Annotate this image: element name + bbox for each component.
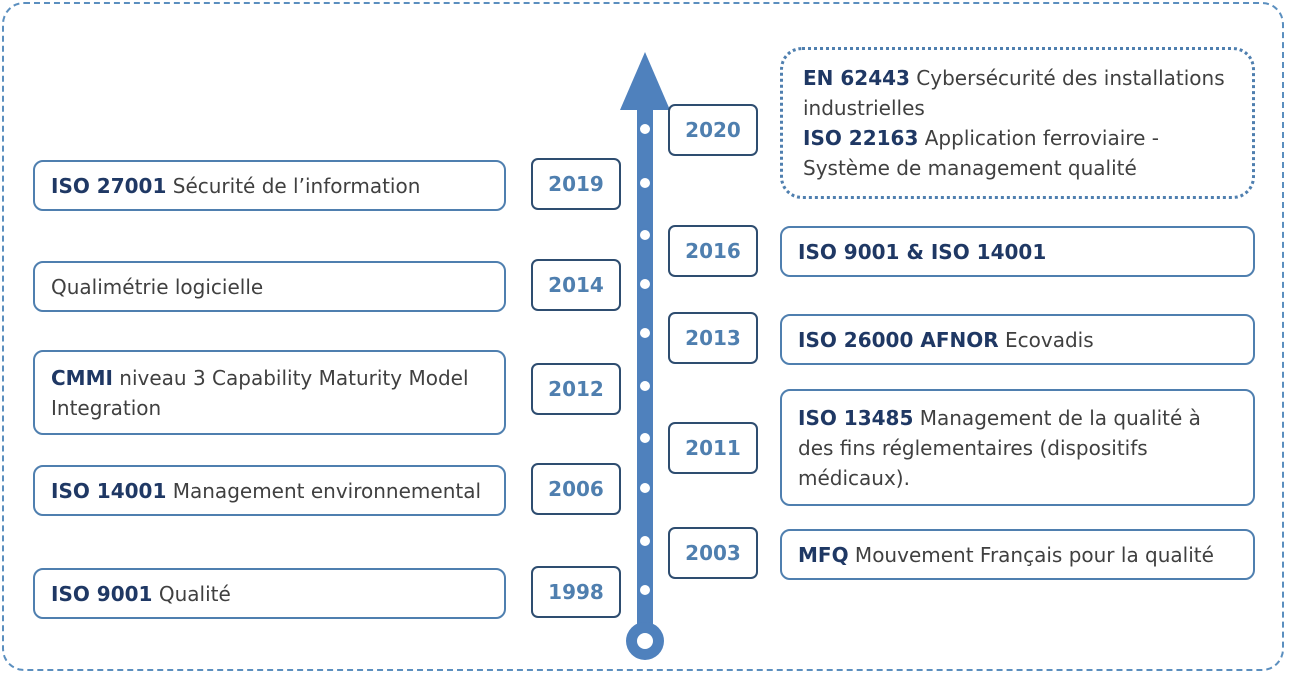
code: ISO 22163 — [803, 126, 919, 150]
left-item-2012: CMMI niveau 3 Capability Maturity Model … — [33, 350, 506, 435]
year-badge-2003: 2003 — [668, 527, 758, 579]
desc: Management environnemental — [166, 478, 482, 503]
timeline-dot — [638, 379, 652, 393]
timeline-origin-center — [637, 633, 653, 649]
timeline-dot — [638, 326, 652, 340]
desc: Cybersécurité des installations industri… — [803, 66, 1225, 120]
year-badge-2020: 2020 — [668, 104, 758, 156]
left-item-2014: Qualimétrie logicielle — [33, 261, 506, 312]
code: EN 62443 — [803, 66, 910, 90]
timeline-dot — [638, 122, 652, 136]
left-item-1998: ISO 9001 Qualité — [33, 568, 506, 619]
timeline-dots — [638, 122, 652, 597]
timeline-dot — [638, 534, 652, 548]
timeline-dot — [638, 481, 652, 495]
timeline-dot — [638, 277, 652, 291]
desc: Mouvement Français pour la qualité — [848, 542, 1214, 567]
code: ISO 14001 — [51, 478, 167, 503]
desc: Qualité — [152, 581, 231, 606]
year-badge-2006: 2006 — [531, 463, 621, 515]
line-2: ISO 22163 Application ferroviaire - Syst… — [803, 123, 1232, 183]
year-badge-2016: 2016 — [668, 225, 758, 277]
timeline-dot — [638, 176, 652, 190]
code: ISO 13485 — [798, 405, 914, 430]
right-item-2016: ISO 9001 & ISO 14001 — [780, 226, 1255, 277]
dashed-frame — [2, 2, 1284, 671]
desc: Application ferroviaire - Système de man… — [803, 126, 1159, 180]
year-badge-2019: 2019 — [531, 158, 621, 210]
code: ISO 9001 — [51, 581, 153, 606]
desc: Management de la qualité à des fins régl… — [798, 405, 1201, 490]
code: ISO 26000 AFNOR — [798, 327, 999, 352]
code: MFQ — [798, 542, 849, 567]
left-item-2019: ISO 27001 Sécurité de l’information — [33, 160, 506, 211]
right-item-2003: MFQ Mouvement Français pour la qualité — [780, 529, 1255, 580]
line-1: EN 62443 Cybersécurité des installations… — [803, 63, 1232, 123]
desc: Sécurité de l’information — [166, 173, 421, 198]
year-badge-2012: 2012 — [531, 363, 621, 415]
right-item-2011: ISO 13485 Management de la qualité à des… — [780, 389, 1255, 506]
code: ISO 9001 & ISO 14001 — [798, 239, 1047, 264]
desc: Qualimétrie logicielle — [51, 274, 264, 299]
right-item-2020: EN 62443 Cybersécurité des installations… — [780, 47, 1255, 199]
timeline-dot — [638, 228, 652, 242]
desc: niveau 3 Capability Maturity Model Integ… — [51, 365, 469, 420]
year-badge-1998: 1998 — [531, 566, 621, 618]
code: CMMI — [51, 365, 113, 390]
year-badge-2014: 2014 — [531, 259, 621, 311]
timeline-arrowhead — [620, 52, 670, 110]
left-item-2006: ISO 14001 Management environnemental — [33, 465, 506, 516]
timeline-dot — [638, 583, 652, 597]
right-item-2013: ISO 26000 AFNOR Ecovadis — [780, 314, 1255, 365]
desc: Ecovadis — [998, 327, 1094, 352]
code: ISO 27001 — [51, 173, 167, 198]
year-badge-2013: 2013 — [668, 312, 758, 364]
timeline-dot — [638, 431, 652, 445]
year-badge-2011: 2011 — [668, 422, 758, 474]
